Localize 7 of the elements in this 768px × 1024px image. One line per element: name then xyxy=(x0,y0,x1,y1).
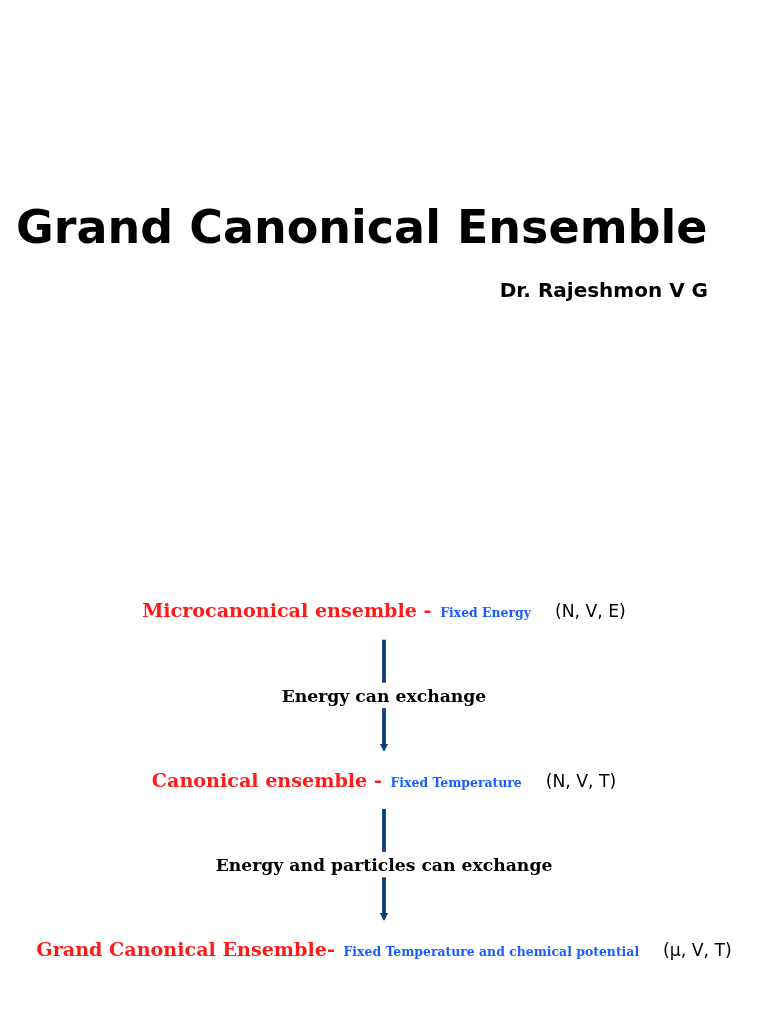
node-text: Microcanonical ensemble - Fixed Energy (N, V, E) xyxy=(142,599,626,623)
edge-label: Energy and particles can exchange xyxy=(215,854,553,875)
edge-label: Energy can exchange xyxy=(281,685,487,706)
title: Grand Canonical Ensemble xyxy=(16,200,708,254)
node-text: Canonical ensemble - Fixed Temperature (N, V, T) xyxy=(151,768,617,792)
author-name: Dr. Rajeshmon V G xyxy=(499,278,708,302)
node-text: Grand Canonical Ensemble- Fixed Temperature and chemical potential (μ, V, T) xyxy=(36,937,732,961)
